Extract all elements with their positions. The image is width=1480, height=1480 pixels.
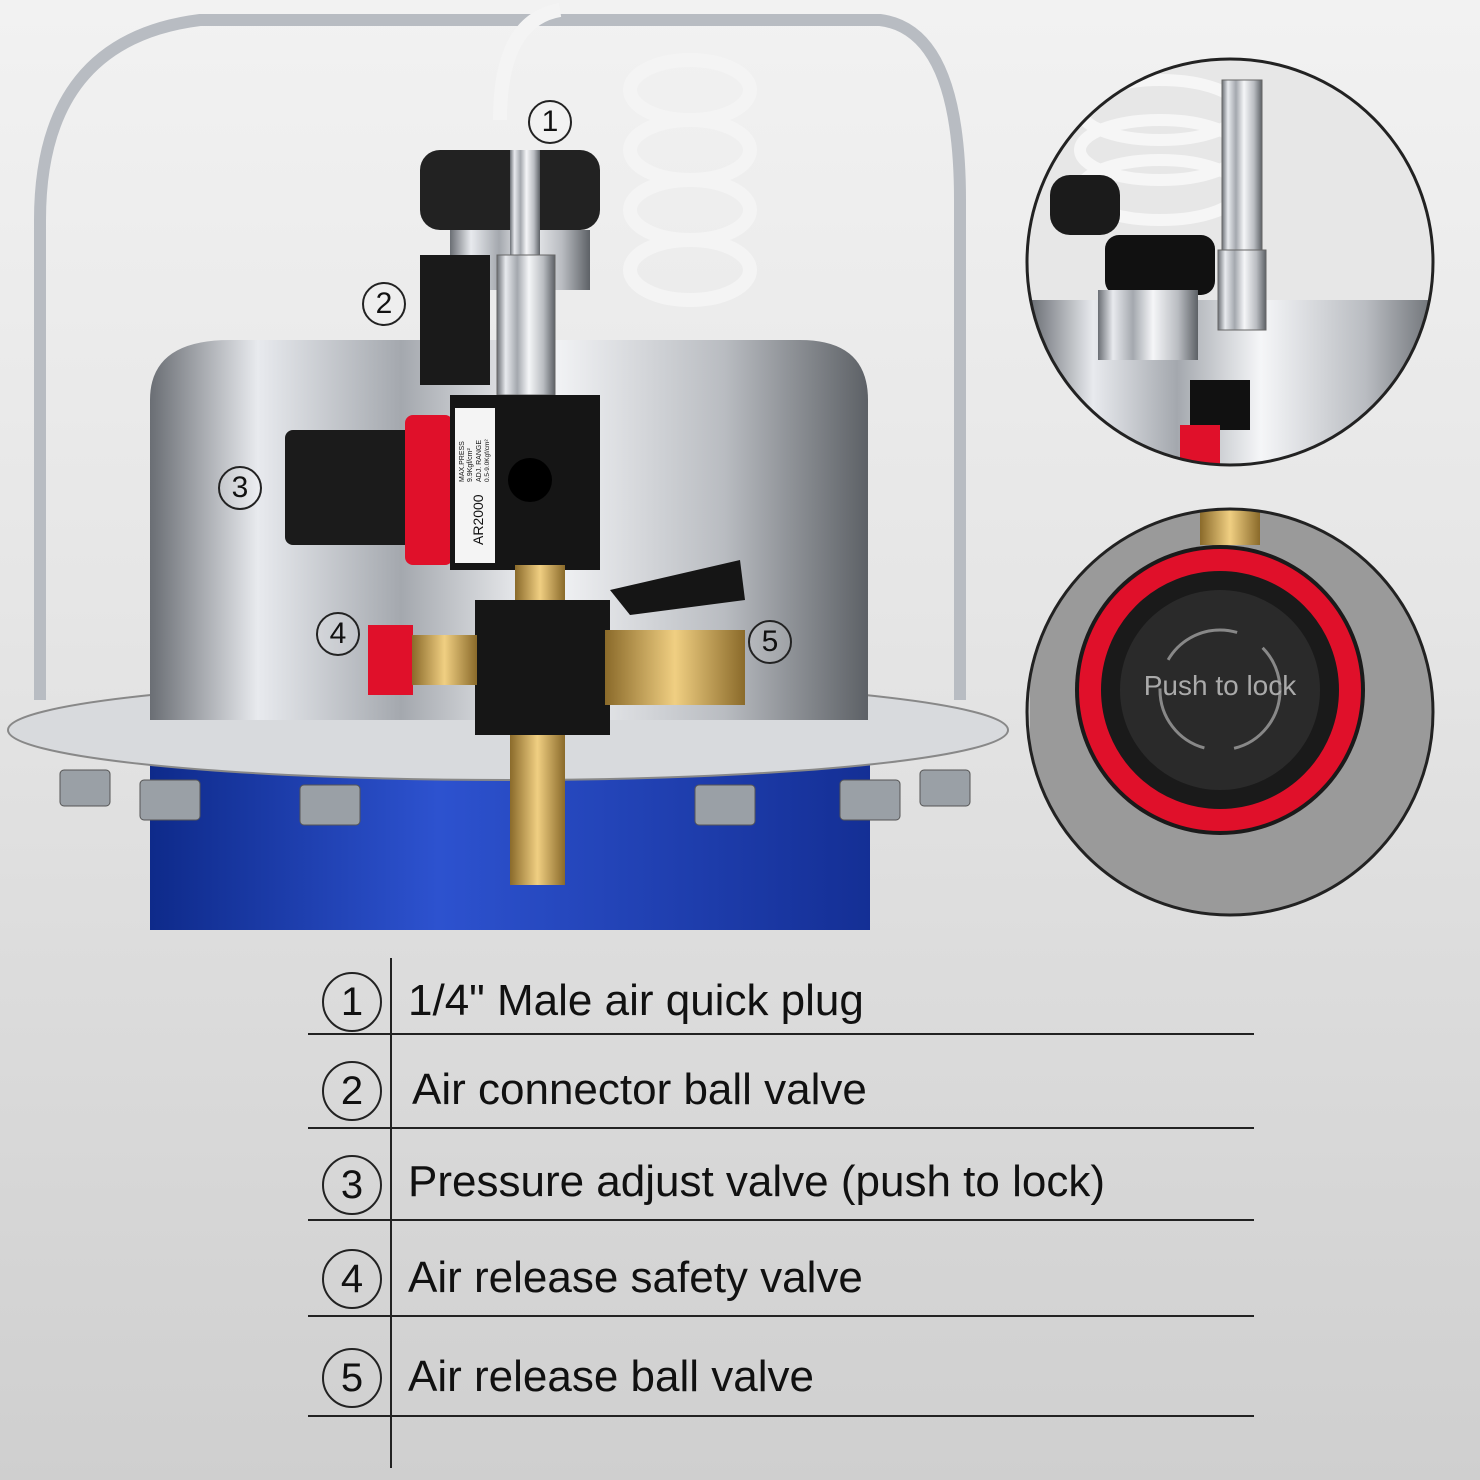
legend-row: 4 Air release safety valve [308, 1221, 1254, 1317]
legend-number: 4 [322, 1249, 382, 1309]
legend-label: 1/4" Male air quick plug [408, 976, 864, 1025]
product-photo: AR2000 MAX.PRESS 9.9Kgf/cm² ADJ. RANGE 0… [7, 3, 1435, 930]
legend-label: Air connector ball valve [412, 1065, 867, 1114]
regulator-spec-range-label: ADJ. RANGE [476, 440, 483, 482]
detail-circle-knob: Push to lock [1025, 507, 1435, 917]
regulator-spec-range-value: 0.5-9.0Kgf/cm² [484, 439, 491, 482]
legend-label: Pressure adjust valve (push to lock) [408, 1157, 1105, 1206]
legend-number: 3 [322, 1155, 382, 1215]
legend-row: 2 Air connector ball valve [308, 1035, 1254, 1129]
legend-number: 2 [322, 1061, 382, 1121]
callout-2: 2 [362, 282, 406, 326]
tank-illustration: AR2000 MAX.PRESS 9.9Kgf/cm² ADJ. RANGE 0… [7, 3, 1009, 930]
knob-text: Push to lock [1144, 670, 1298, 701]
regulator-spec-max-label: MAX.PRESS [459, 441, 466, 482]
legend-divider [390, 958, 392, 1468]
detail-circle-top [1025, 57, 1435, 467]
legend-row: 1 1/4" Male air quick plug [308, 958, 1254, 1035]
legend-row: 3 Pressure adjust valve (push to lock) [308, 1129, 1254, 1221]
legend-number: 5 [322, 1348, 382, 1408]
legend-label: Air release safety valve [408, 1253, 863, 1302]
regulator-model: AR2000 [470, 494, 486, 545]
callout-5: 5 [748, 620, 792, 664]
regulator-spec-max-value: 9.9Kgf/cm² [467, 447, 474, 482]
callout-3: 3 [218, 466, 262, 510]
callout-4: 4 [316, 612, 360, 656]
legend-row: 5 Air release ball valve [308, 1318, 1254, 1417]
legend-label: Air release ball valve [408, 1352, 814, 1401]
legend-number: 1 [322, 972, 382, 1032]
callout-1: 1 [528, 100, 572, 144]
